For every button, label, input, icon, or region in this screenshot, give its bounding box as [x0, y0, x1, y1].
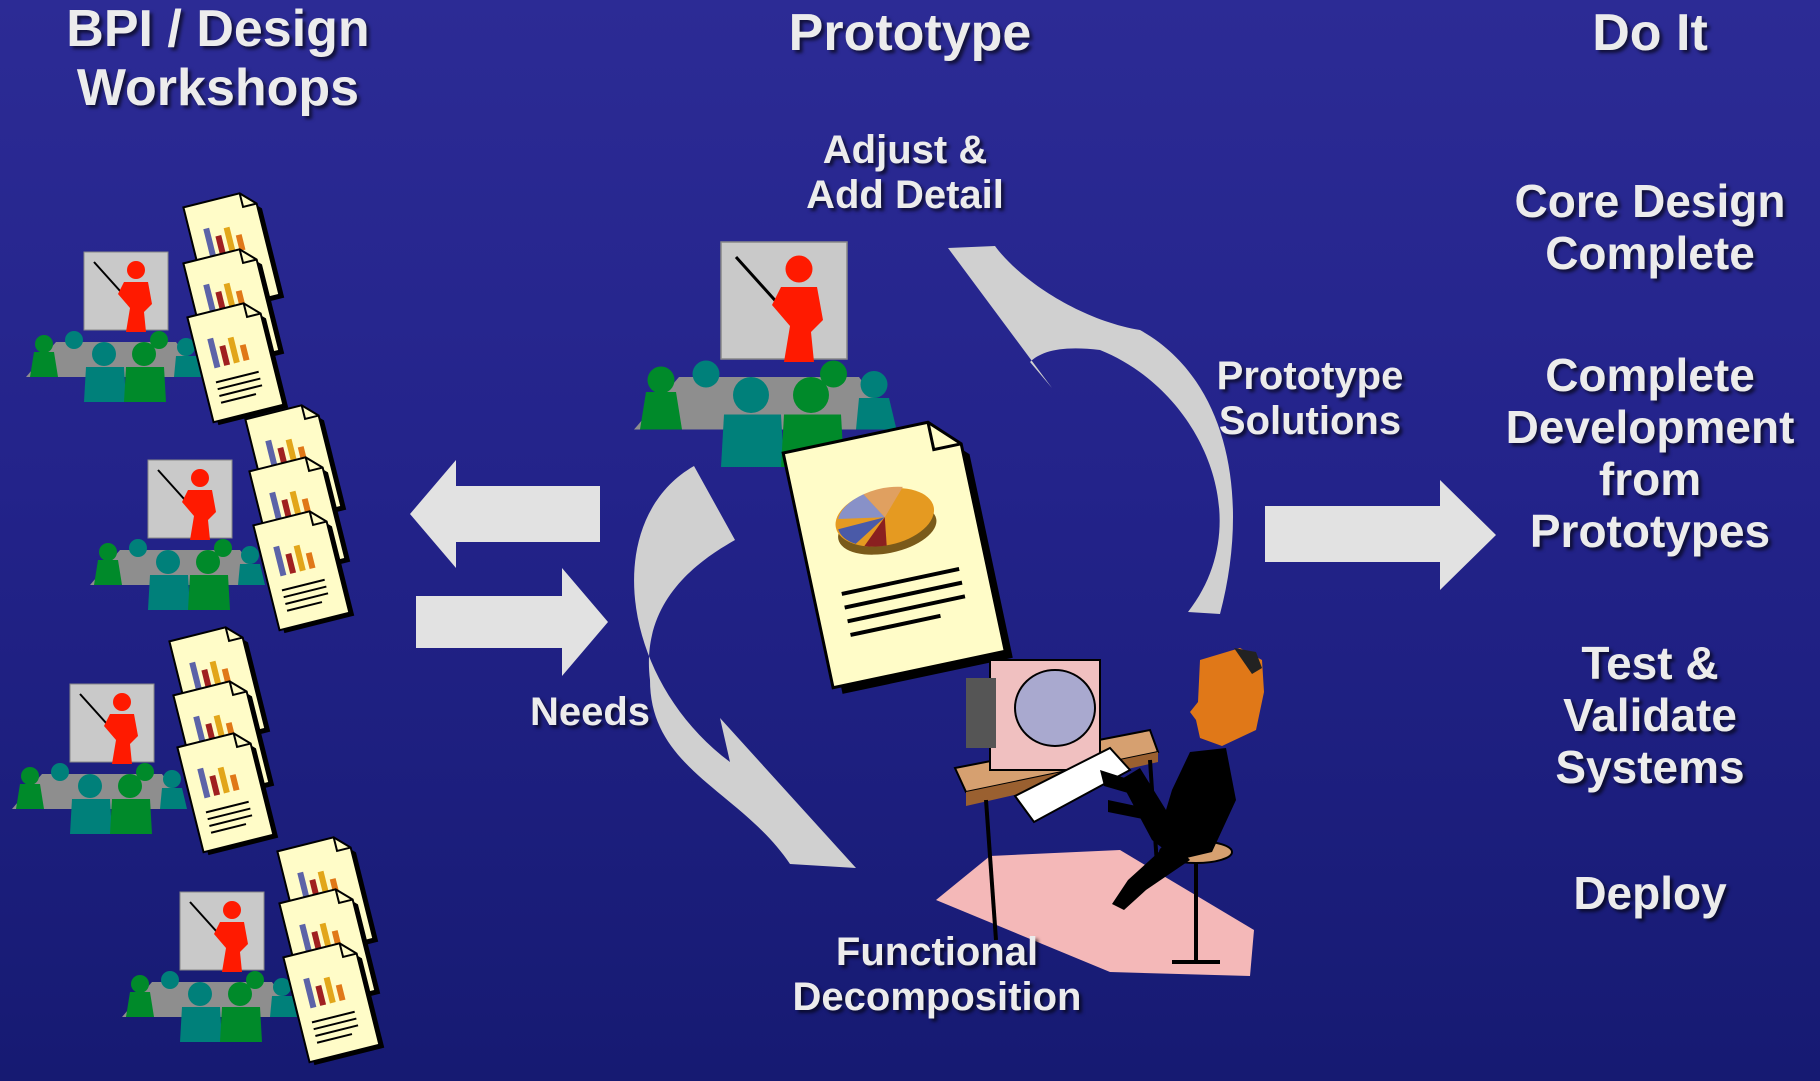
person-at-computer-icon — [936, 648, 1264, 976]
arrow-right-large — [1265, 480, 1496, 590]
cycle-arrow-adjust — [948, 246, 1234, 614]
prototype-solutions-label: Prototype Solutions — [1216, 354, 1404, 444]
do-it-step-deploy: Deploy — [1573, 867, 1727, 919]
pie-chart-document-icon — [781, 420, 1013, 694]
workshop-presentation-icon — [11, 621, 280, 858]
functional-decomposition-label: Functional Decomposition — [792, 930, 1082, 1020]
workshop-presentation-icon — [632, 240, 898, 469]
do-it-step-test-validate: Test & Validate Systems — [1555, 637, 1745, 793]
do-it-step-complete-development: Complete Development from Prototypes — [1505, 349, 1795, 557]
adjust-add-detail-label: Adjust & Add Detail — [806, 128, 1004, 218]
arrow-left — [410, 460, 600, 568]
middle-column-title: Prototype — [788, 4, 1032, 62]
workshop-presentation-icon — [121, 831, 386, 1068]
workshop-presentation-icon — [25, 187, 290, 428]
do-it-step-core-design: Core Design Complete — [1514, 175, 1786, 279]
arrow-right — [416, 568, 608, 676]
right-column-title: Do It — [1592, 4, 1708, 62]
needs-label: Needs — [529, 690, 651, 734]
left-column-title: BPI / Design Workshops — [66, 0, 370, 117]
workshop-presentation-icon — [89, 399, 356, 636]
cycle-arrow-decomposition — [634, 466, 856, 868]
